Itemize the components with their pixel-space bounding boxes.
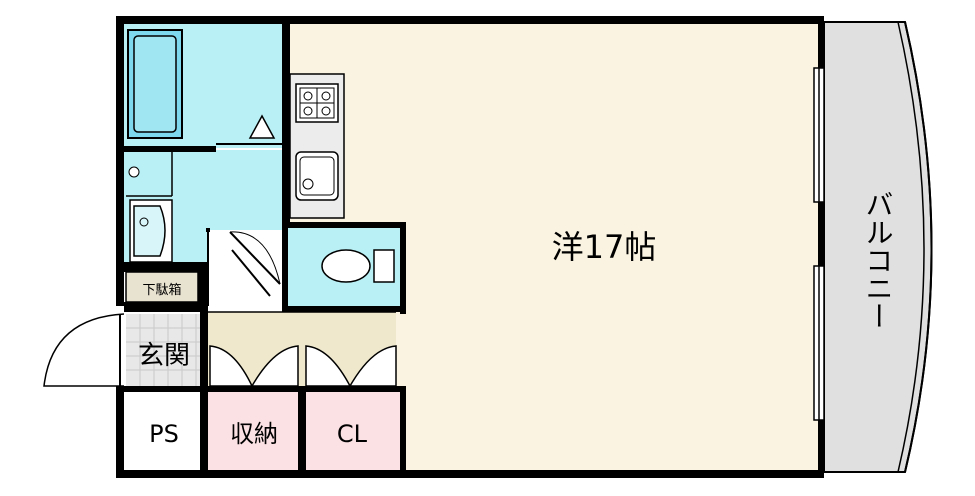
pipe-space: [124, 392, 204, 470]
closet-label: CL: [337, 420, 368, 448]
storage-folding-door: [209, 345, 299, 387]
western-room-label: 洋17帖: [552, 228, 657, 266]
toilet-icon: [321, 249, 395, 283]
washbasin-icon: [129, 199, 173, 263]
entrance-tiles: [126, 314, 206, 386]
hallway-floor: [208, 230, 284, 308]
entrance-label: 玄関: [138, 341, 190, 371]
storage-room: [208, 392, 300, 470]
sink-icon: [295, 151, 339, 201]
balcony-windows: [813, 67, 825, 421]
storage-label: 収納: [230, 420, 278, 448]
front-door: [43, 313, 125, 387]
closet-folding-door: [305, 345, 397, 387]
balcony: [823, 21, 933, 473]
kitchen-counter: [289, 73, 345, 219]
pipe-space-label: PS: [149, 420, 179, 448]
shoe-box-label: 下駄箱: [142, 282, 181, 298]
balcony-label: バルコニー: [862, 190, 895, 330]
walls: [116, 16, 824, 478]
closet-room: [304, 392, 400, 470]
bath-drain-icon: [248, 114, 276, 139]
washer-outlet-icon: [128, 166, 140, 178]
